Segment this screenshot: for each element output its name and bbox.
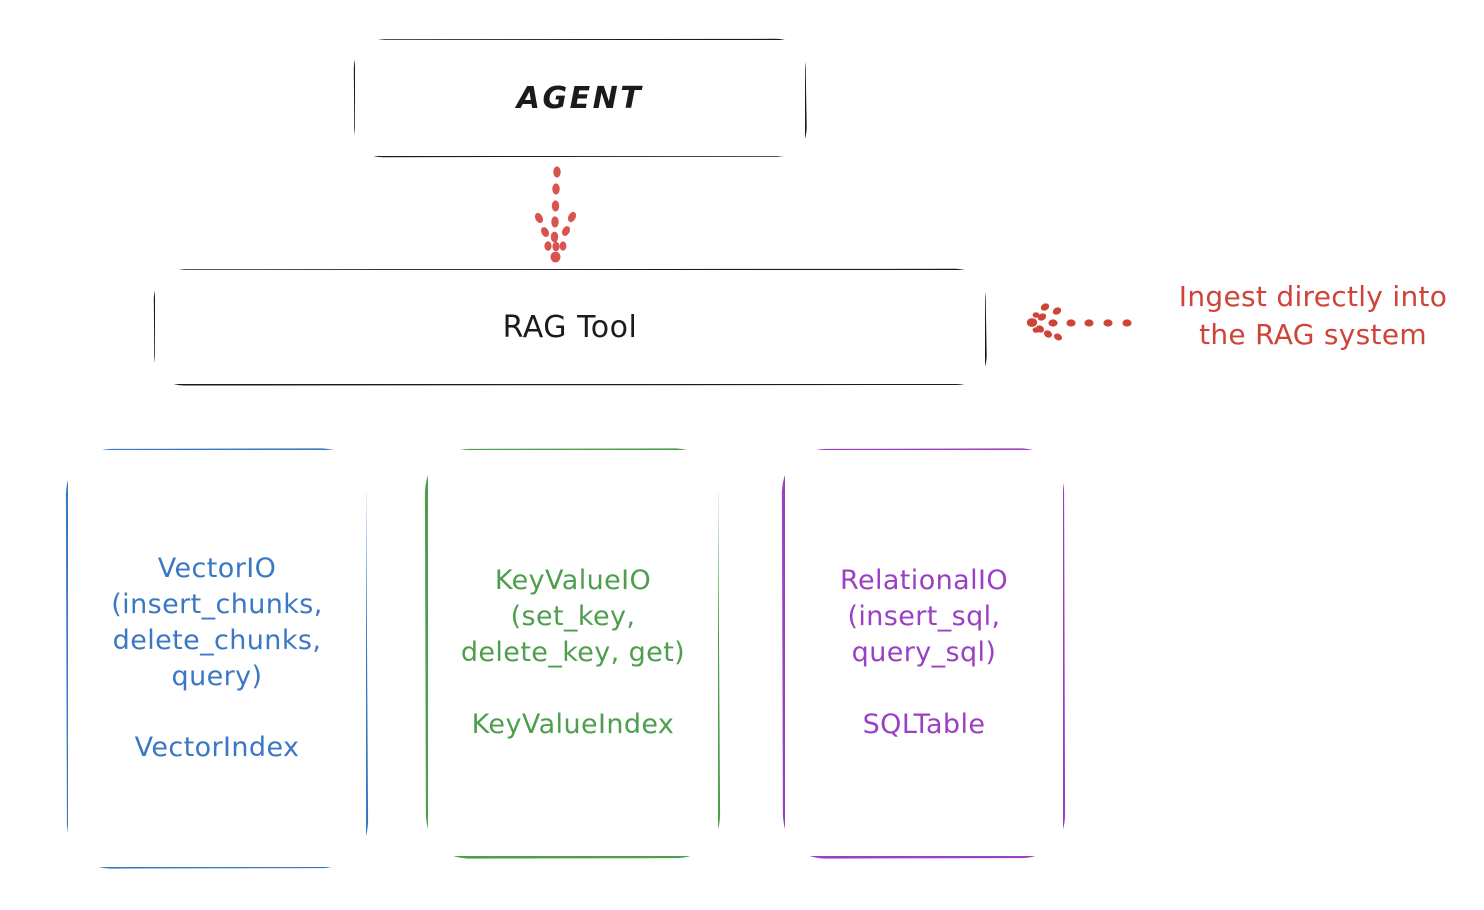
node-agent[interactable]: AGENT — [355, 40, 805, 156]
node-rag-tool-label: RAG Tool — [502, 309, 638, 345]
node-vector-io-label: VectorIO (insert_chunks, delete_chunks, … — [111, 552, 323, 764]
node-rag-tool[interactable]: RAG Tool — [155, 270, 985, 384]
node-relational-io[interactable]: RelationalIO (insert_sql, query_sql) SQL… — [785, 450, 1063, 856]
node-key-value-io[interactable]: KeyValueIO (set_key, delete_key, get) Ke… — [428, 450, 718, 856]
ingest-to-rag-tool-connector — [1026, 303, 1132, 341]
node-agent-label: AGENT — [516, 80, 644, 116]
node-key-value-io-label: KeyValueIO (set_key, delete_key, get) Ke… — [460, 565, 686, 740]
annotation-ingest-directly: Ingest directly into the RAG system — [1178, 280, 1448, 351]
node-vector-io[interactable]: VectorIO (insert_chunks, delete_chunks, … — [68, 450, 366, 867]
agent-to-rag-tool-connector — [534, 166, 577, 263]
node-relational-io-label: RelationalIO (insert_sql, query_sql) SQL… — [840, 565, 1008, 740]
